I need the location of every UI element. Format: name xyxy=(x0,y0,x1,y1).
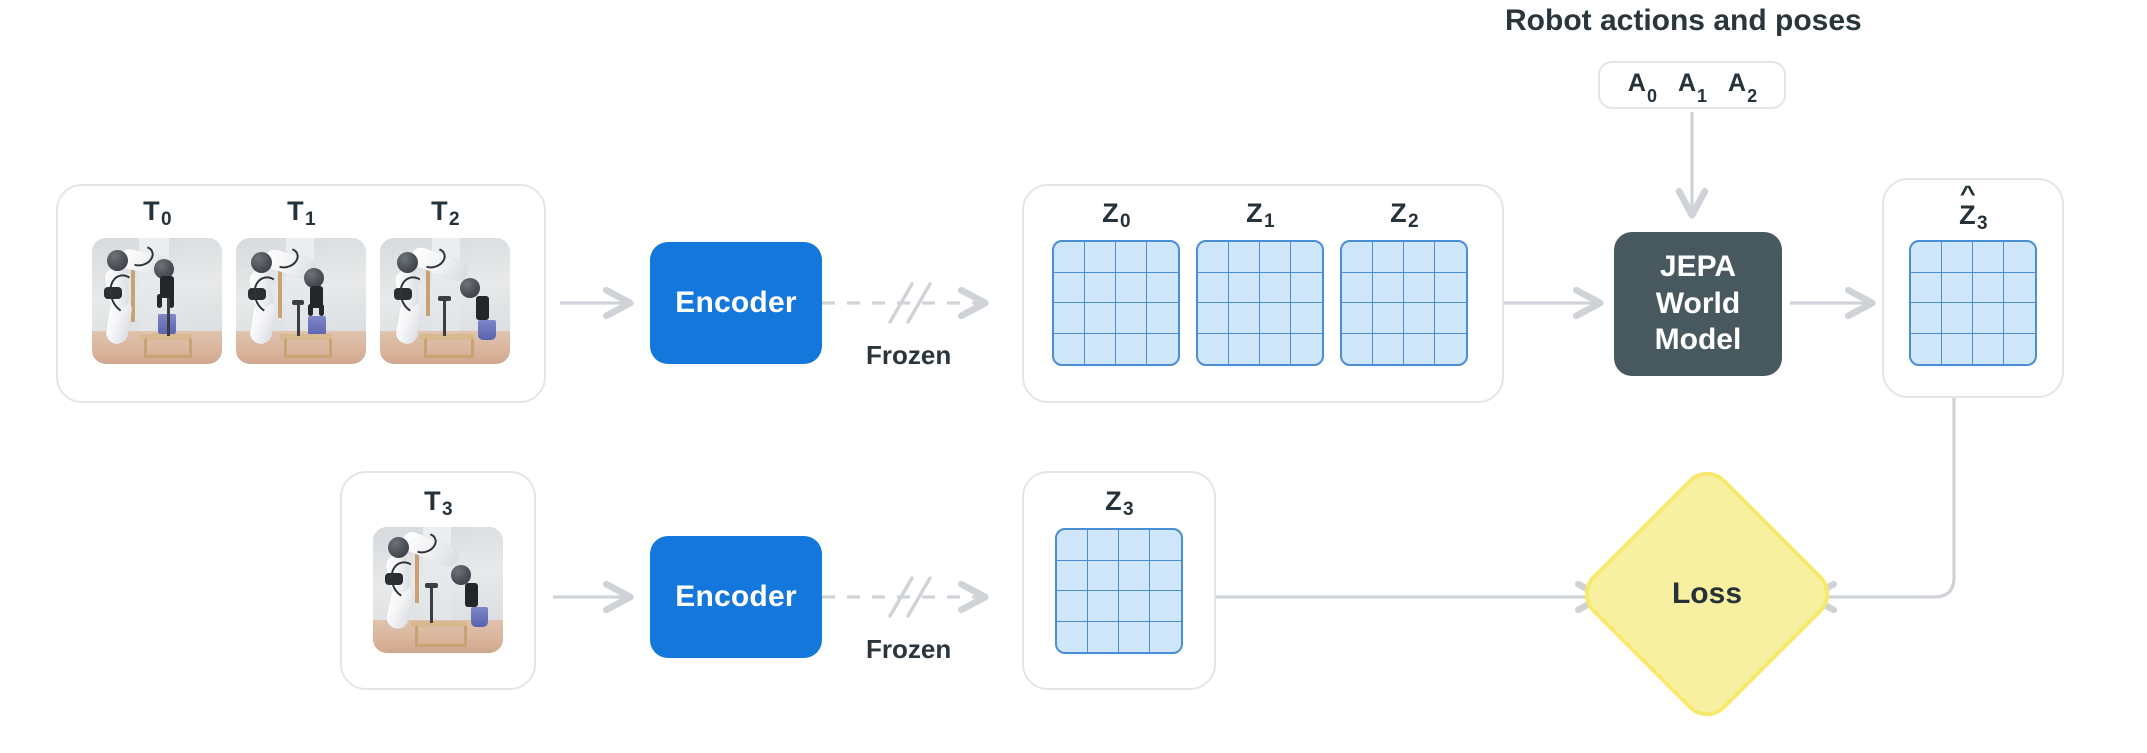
latent-grid-z0 xyxy=(1052,240,1180,366)
pole-stand xyxy=(167,298,170,336)
robot-joint xyxy=(394,288,412,300)
robot-gripper xyxy=(157,294,162,308)
robot-frame-t3 xyxy=(373,527,503,653)
robot-frame-t1 xyxy=(236,238,366,364)
latent-grid-z3 xyxy=(1055,528,1183,654)
robot-gripper xyxy=(169,294,174,308)
table-legs xyxy=(424,339,474,358)
action-token-a0: A0 xyxy=(1627,68,1657,106)
latent-label-z1: Z1 xyxy=(1246,198,1275,232)
table-legs xyxy=(144,339,192,358)
encoder-label: Encoder xyxy=(675,580,797,613)
table-top xyxy=(411,621,467,627)
cup-object xyxy=(471,607,488,627)
robot-joint xyxy=(460,278,480,298)
frozen-label-bottom: Frozen xyxy=(866,634,952,664)
robot-gripper xyxy=(465,583,478,607)
action-token-a2: A2 xyxy=(1728,68,1758,106)
latent-label-z0: Z0 xyxy=(1102,198,1131,232)
cup-object xyxy=(308,316,326,337)
encoder-label: Encoder xyxy=(675,286,797,319)
frozen-slash-icon-bottom xyxy=(888,576,932,618)
loss-label: Loss xyxy=(1671,577,1743,610)
table-top xyxy=(420,334,474,340)
latent-grid-z2 xyxy=(1340,240,1468,366)
action-token-a1: A1 xyxy=(1677,68,1708,106)
encoder-block-top[interactable]: Encoder xyxy=(650,242,822,364)
robot-joint xyxy=(104,287,122,299)
frame-label-t2: T2 xyxy=(431,196,460,230)
frame-label-t1: T1 xyxy=(287,196,316,230)
jepa-line-3: Model xyxy=(1654,323,1742,357)
frame-label-t3: T3 xyxy=(424,486,453,520)
frozen-slash-icon-top xyxy=(888,282,932,324)
pole-stand xyxy=(443,300,446,336)
jepa-line-1: JEPA xyxy=(1659,250,1737,284)
jepa-line-2: World xyxy=(1655,286,1741,320)
robot-frame-t0 xyxy=(92,238,222,364)
table-top xyxy=(280,334,332,340)
table-legs xyxy=(284,339,332,358)
robot-gripper xyxy=(160,276,174,298)
loss-node[interactable]: Loss xyxy=(1574,461,1840,727)
robot-joint xyxy=(385,573,403,585)
robot-gripper xyxy=(476,296,489,320)
robot-gripper xyxy=(308,304,313,316)
robot-joint xyxy=(397,252,418,273)
table-top xyxy=(140,334,192,340)
robot-actions-pill[interactable]: A0 A1 A2 xyxy=(1598,61,1786,109)
robot-frame-t2 xyxy=(380,238,510,364)
robot-joint xyxy=(388,537,409,558)
pole-stand xyxy=(297,304,300,336)
cup-object xyxy=(478,320,496,340)
jepa-world-model-block[interactable]: JEPA World Model xyxy=(1614,232,1782,376)
latent-grid-zhat3 xyxy=(1909,240,2037,366)
robot-joint xyxy=(154,259,174,279)
pole-stand xyxy=(438,296,451,301)
latent-label-zhat3: Z3 xyxy=(1918,200,2028,234)
frozen-label-top: Frozen xyxy=(866,340,952,370)
robot-joint xyxy=(107,250,128,271)
robot-joint xyxy=(451,565,471,585)
robot-gripper xyxy=(319,304,324,316)
table-legs xyxy=(415,626,467,647)
pole-stand xyxy=(292,300,304,305)
page-title: Robot actions and poses xyxy=(1505,4,1862,37)
robot-joint xyxy=(248,288,266,300)
latent-grid-z1 xyxy=(1196,240,1324,366)
pole-stand xyxy=(425,583,438,588)
robot-gripper xyxy=(310,286,323,308)
robot-joint xyxy=(251,252,272,273)
pole-stand xyxy=(430,587,433,623)
arrow-prediction-to-loss xyxy=(1810,398,1956,597)
latent-label-z3: Z3 xyxy=(1105,486,1134,520)
encoder-block-bottom[interactable]: Encoder xyxy=(650,536,822,658)
robot-joint xyxy=(304,268,324,288)
frame-label-t0: T0 xyxy=(143,196,172,230)
latent-label-z2: Z2 xyxy=(1390,198,1419,232)
